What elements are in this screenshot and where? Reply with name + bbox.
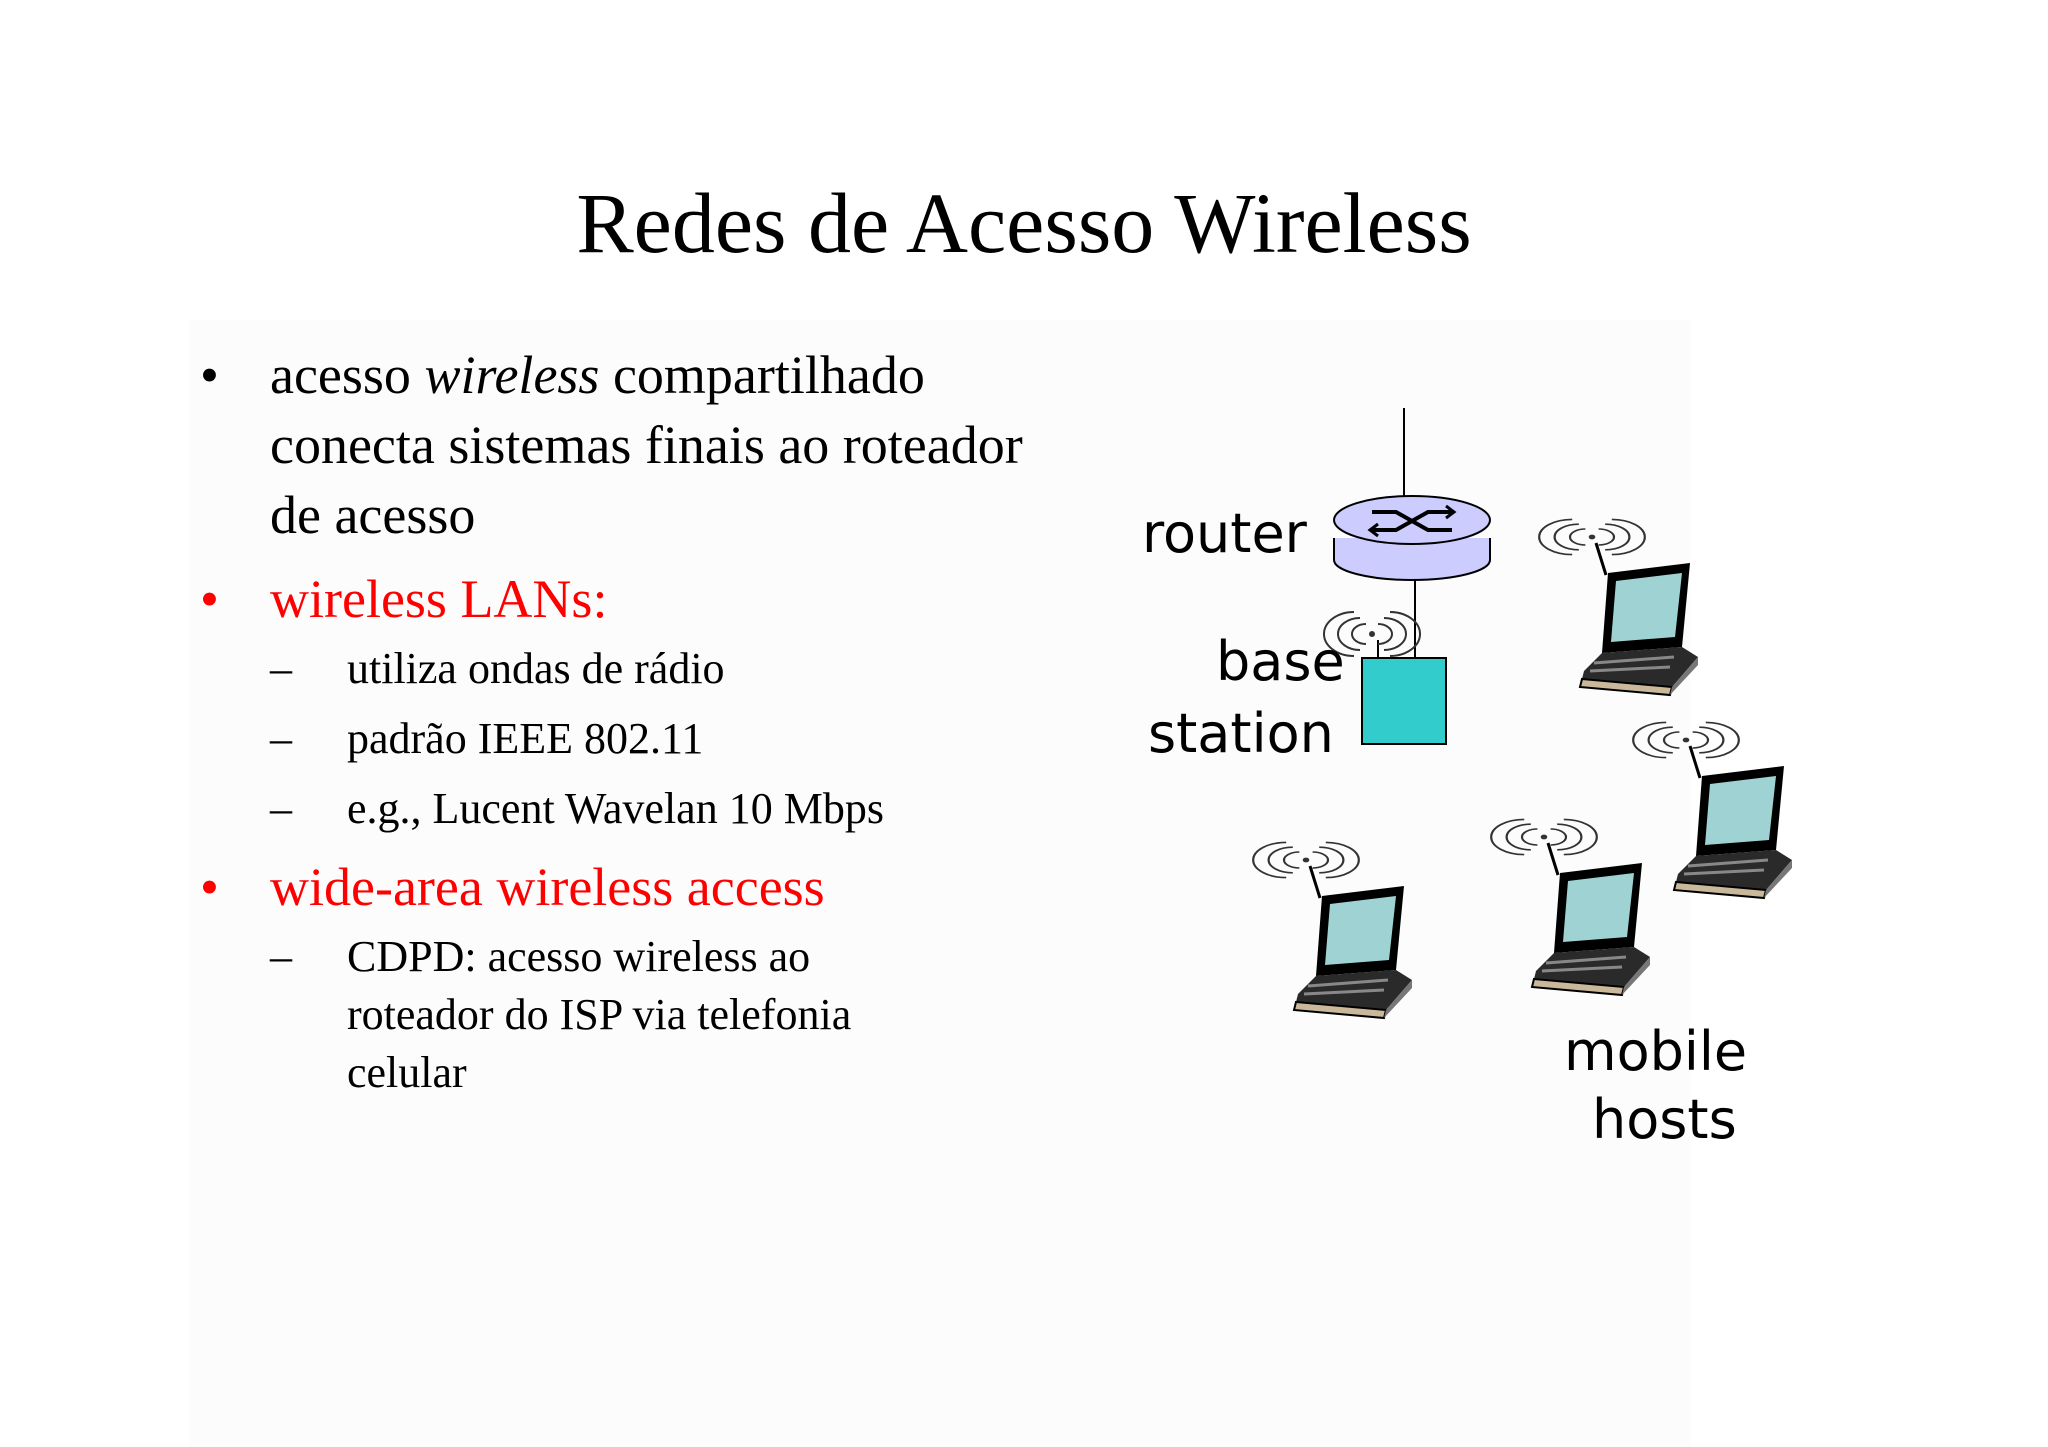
sub-list: – CDPD: acesso wireless ao roteador do IS…: [270, 928, 950, 1102]
sub-item-text: utiliza ondas de rádio: [347, 644, 725, 693]
slide-title: Redes de Acesso Wireless: [576, 175, 1472, 271]
base-station-icon: [1323, 611, 1447, 745]
sub-item-text: e.g., Lucent Wavelan 10 Mbps: [347, 784, 884, 833]
bullet-item: • acesso wireless compartilhado conecta …: [200, 340, 1080, 550]
bullet-item: • wireless LANs: – utiliza ondas de rádio…: [200, 564, 1080, 838]
bullet-text: wireless LANs:: [270, 569, 608, 629]
sub-item: – utiliza ondas de rádio: [270, 640, 1080, 698]
mobile-hosts-label-line1: mobile: [1564, 1020, 1748, 1083]
bullet-list: • acesso wireless compartilhado conecta …: [200, 340, 1080, 1116]
bullet-text-part: compartilhado conecta sistemas finais ao…: [270, 345, 1023, 545]
sub-item: – e.g., Lucent Wavelan 10 Mbps: [270, 780, 1080, 838]
dash-marker: –: [270, 932, 292, 981]
sub-list: – utiliza ondas de rádio – padrão IEEE 802…: [270, 640, 1080, 838]
mobile-hosts-label-line2: hosts: [1592, 1088, 1737, 1151]
bullet-text: wide-area wireless access: [270, 857, 825, 917]
sub-item-text: padrão IEEE 802.11: [347, 714, 704, 763]
sub-item: – padrão IEEE 802.11: [270, 710, 1080, 768]
laptop-icon: [1539, 519, 1698, 695]
sub-item-text: CDPD: acesso wireless ao roteador do ISP…: [347, 932, 852, 1097]
router-label: router: [1142, 502, 1307, 565]
bullet-marker: •: [200, 857, 219, 917]
bullet-marker: •: [200, 569, 219, 629]
router-icon: [1333, 495, 1491, 581]
sub-item: – CDPD: acesso wireless ao roteador do IS…: [270, 928, 950, 1102]
bullet-item: • wide-area wireless access – CDPD: acess…: [200, 852, 1080, 1102]
laptop-icon: [1633, 722, 1792, 898]
laptop-icon: [1491, 819, 1650, 995]
bullet-text-part: acesso: [270, 345, 425, 405]
dash-marker: –: [270, 644, 292, 693]
base-station-label-line1: base: [1216, 630, 1345, 693]
bullet-italic-text: wireless: [424, 345, 600, 405]
dash-marker: –: [270, 714, 292, 763]
dash-marker: –: [270, 784, 292, 833]
laptop-icon: [1253, 842, 1412, 1018]
bullet-marker: •: [200, 345, 219, 405]
base-station-label-line2: station: [1148, 702, 1334, 765]
